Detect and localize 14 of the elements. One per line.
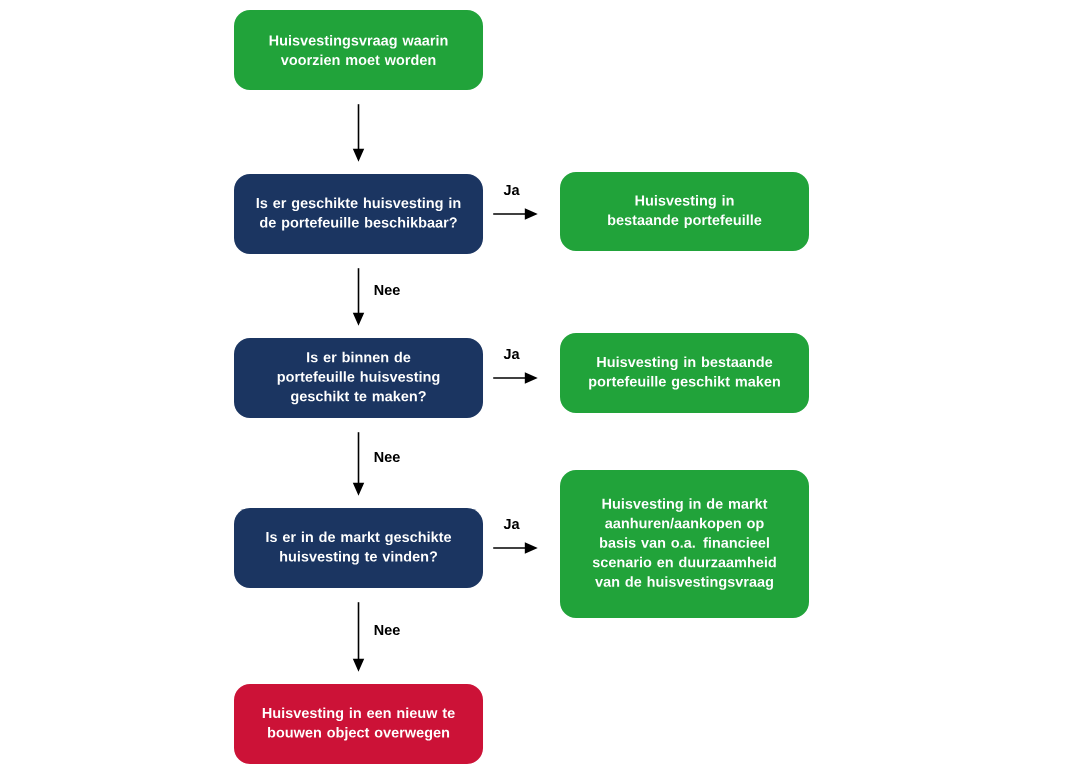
edge-label: Ja [502,347,521,361]
outcome-box: Huisvesting in bestaande portefeuille geschikt maken [560,333,809,413]
edge-label: Ja [502,517,521,531]
outcome-box: Huisvesting in de markt aanhuren/aankopen op basis van o.a. financieel scenario en duurzaamheid van de huisvestingsvraag [560,470,809,618]
edge-label: Nee [372,283,402,297]
start-box: Huisvestingsvraag waarin voorzien moet worden [234,10,483,90]
edge-label: Nee [372,623,402,637]
end-box: Huisvesting in een nieuw te bouwen object overwegen [234,684,483,764]
edge-label: Nee [372,450,402,464]
decision-box: Is er in de markt geschikte huisvesting te vinden? [234,508,483,588]
decision-box: Is er geschikte huisvesting in de portefeuille beschikbaar? [234,174,483,254]
outcome-box: Huisvesting in bestaande portefeuille [560,172,809,251]
edge-label: Ja [502,183,521,197]
decision-box: Is er binnen de portefeuille huisvesting geschikt te maken? [234,338,483,418]
